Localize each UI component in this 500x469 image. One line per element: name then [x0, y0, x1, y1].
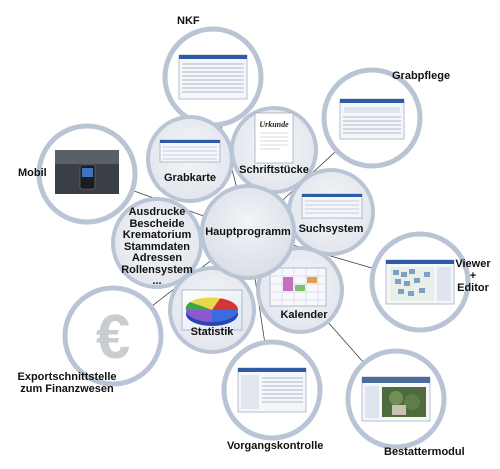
export-label-line: zum Finanzwesen [20, 383, 114, 395]
viewer-label-line: Editor [457, 282, 489, 294]
center-label: Hauptprogramm [205, 226, 291, 238]
grabkarte-circle[interactable] [146, 115, 234, 203]
euro-icon: € [96, 303, 130, 372]
viewer-screenshot [385, 259, 455, 305]
list-item: Stammdaten [123, 240, 191, 253]
mobile-device-photo [55, 150, 119, 194]
nkf-circle[interactable] [162, 26, 264, 128]
hauptprogramm-circle[interactable] [200, 184, 296, 280]
list-item: Bescheide [129, 217, 185, 230]
statistik-circle[interactable] [168, 266, 256, 354]
list-item: Rollensystem [121, 263, 193, 276]
viewer-editor-label: Viewer + Editor [455, 258, 491, 294]
viewer-label-line: Viewer [455, 258, 491, 270]
schriftstuecke-label: Schriftstücke [239, 164, 309, 176]
vorgang-screenshot [237, 367, 307, 413]
kalender-circle[interactable] [256, 246, 344, 334]
grabkarte-label: Grabkarte [164, 172, 216, 184]
list-module-items: Ausdrucke Bescheide Krematorium Stammdat… [112, 206, 202, 288]
bestattermodul-circle[interactable] [345, 348, 447, 450]
list-item: Ausdrucke [128, 206, 186, 218]
suchsystem-circle[interactable] [287, 168, 375, 256]
calendar-screenshot [269, 267, 327, 307]
vorgangskontrolle-label: Vorgangskontrolle [227, 440, 324, 452]
kalender-label: Kalender [280, 309, 328, 321]
statistik-label: Statistik [190, 326, 234, 338]
grabpflege-screenshot [339, 98, 405, 140]
nkf-screenshot [178, 54, 248, 100]
bestatter-screenshot [361, 376, 431, 422]
grabpflege-label: Grabpflege [392, 70, 451, 82]
export-label-line: Exportschnittstelle [17, 371, 117, 383]
list-item: Krematorium [122, 229, 192, 241]
grabpflege-circle[interactable] [321, 67, 423, 169]
nkf-label: NKF [177, 15, 200, 27]
mobil-label: Mobil [18, 167, 47, 179]
viewer-label-line: + [469, 270, 477, 282]
bestattermodul-label: Bestattermodul [384, 446, 465, 458]
list-module-circle[interactable] [111, 197, 203, 289]
mobil-circle[interactable] [36, 123, 138, 225]
schriftstuecke-circle[interactable]: Urkunde [230, 106, 318, 194]
vorgangskontrolle-circle[interactable] [221, 339, 323, 441]
document-title: Urkunde [259, 120, 289, 129]
suchsystem-screenshot [301, 193, 363, 219]
export-circle[interactable] [62, 285, 164, 387]
grabkarte-screenshot [159, 139, 221, 187]
viewer-editor-circle[interactable] [369, 231, 471, 333]
suchsystem-label: Suchsystem [298, 223, 364, 235]
list-item: ... [152, 275, 162, 287]
statistik-pie-chart [181, 289, 243, 331]
export-label: Exportschnittstelle zum Finanzwesen [7, 371, 127, 395]
list-item: Adressen [131, 252, 183, 264]
document-thumbnail [254, 112, 294, 164]
